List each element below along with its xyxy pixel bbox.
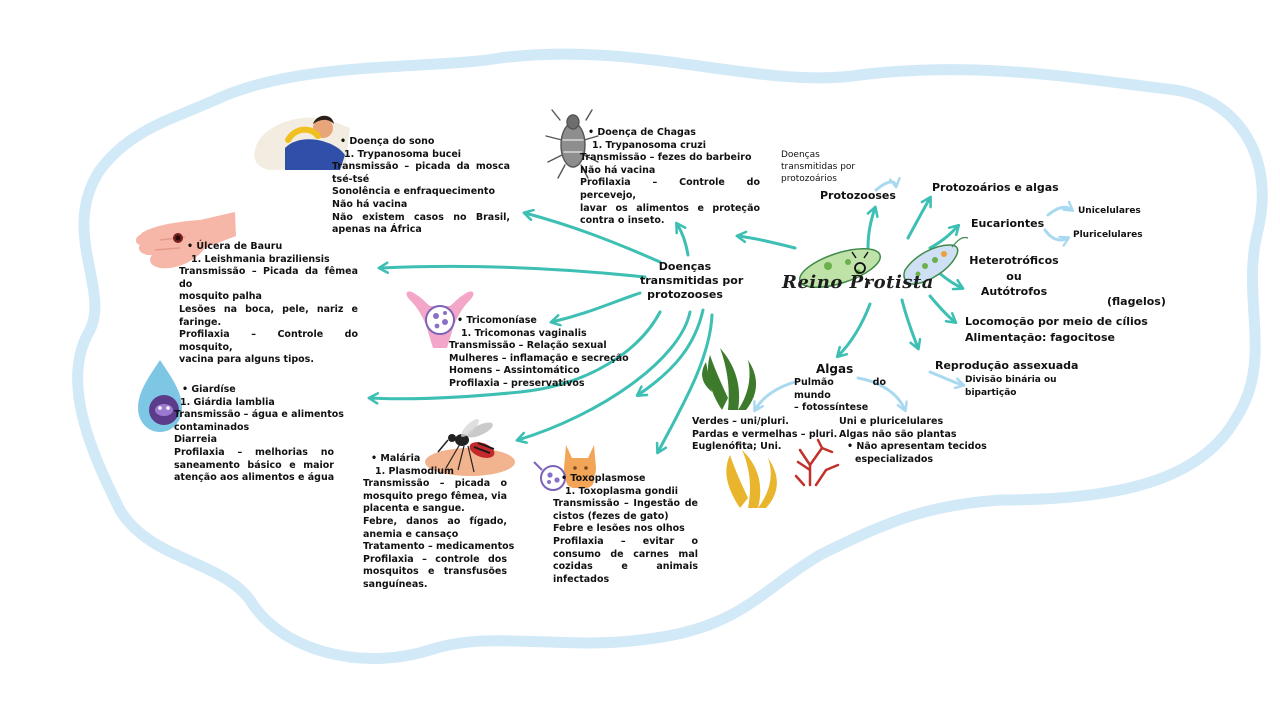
- reproduction-detail: Divisão binária ou bipartição: [965, 375, 1057, 398]
- protozoa-algae-label: Protozoários e algas: [932, 181, 1059, 194]
- mosquito-illustration: [425, 419, 515, 476]
- uterus-illustration: [406, 291, 474, 348]
- trichomoniasis-block: • Tricomoníase 1. Tricomonas vaginalis T…: [449, 315, 629, 389]
- sleeping-sickness-block: • Doença do sono 1. Trypanosoma bucei Tr…: [332, 136, 510, 236]
- algae-desc: Pulmão do mundo – fotossíntese: [794, 377, 886, 414]
- bauru-ulcer-block: • Úlcera de Bauru 1. Leishmania brazilie…: [179, 241, 358, 366]
- flagella-label: (flagelos): [1107, 295, 1166, 308]
- algae-title: Algas: [816, 362, 854, 376]
- kissing-bug-illustration: [545, 109, 599, 179]
- giardiasis-block: • Giardíse 1. Giárdia lamblia Transmissã…: [174, 384, 344, 484]
- cat-illustration: [533, 445, 596, 491]
- eukaryotes-label: Eucariontes: [971, 217, 1045, 230]
- diseases-hub-label: Doenças transmitidas por protozooses: [640, 260, 744, 301]
- malaria-block: • Malária 1. Plasmodium Transmissão – pi…: [363, 453, 515, 590]
- hand-ulcer-illustration: [135, 212, 236, 269]
- nutrition-label: Heterotróficos ou Autótrofos: [969, 254, 1059, 298]
- green-algae-illustration: [702, 348, 757, 410]
- red-algae-illustration: [794, 438, 840, 487]
- diseases-ref-label: Doenças transmitidas por protozoários: [781, 150, 856, 184]
- disease-arrows: [367, 208, 797, 455]
- protozooses-label: Protozooses: [820, 189, 896, 202]
- blob-outline: [72, 48, 1268, 665]
- unicellular-label: Unicelulares: [1078, 206, 1141, 216]
- feeding-label: Alimentação: fagocitose: [965, 331, 1115, 344]
- protista-arrows: [835, 195, 965, 359]
- reproduction-label: Reprodução assexuada: [935, 359, 1079, 372]
- euglena-illustration: [903, 236, 969, 285]
- algae-right-list: Uni e pluricelulares Algas não são plant…: [839, 416, 987, 465]
- light-arrows: [753, 176, 1075, 413]
- sleeping-person-illustration: [254, 115, 350, 170]
- reino-protista-title: Reino Protista: [782, 272, 934, 293]
- chagas-block: • Doença de Chagas 1. Trypanosoma cruzi …: [580, 127, 760, 227]
- algae-left-list: Verdes – uni/pluri. Pardas e vermelhas –…: [692, 416, 838, 453]
- multicellular-label: Pluricelulares: [1073, 230, 1143, 240]
- yellow-algae-illustration: [726, 450, 777, 508]
- toxoplasmosis-block: • Toxoplasmose 1. Toxoplasma gondii Tran…: [553, 473, 698, 585]
- locomotion-label: Locomoção por meio de cílios: [965, 315, 1148, 328]
- water-drop-illustration: [138, 360, 182, 432]
- paramecium-illustration: [799, 247, 881, 289]
